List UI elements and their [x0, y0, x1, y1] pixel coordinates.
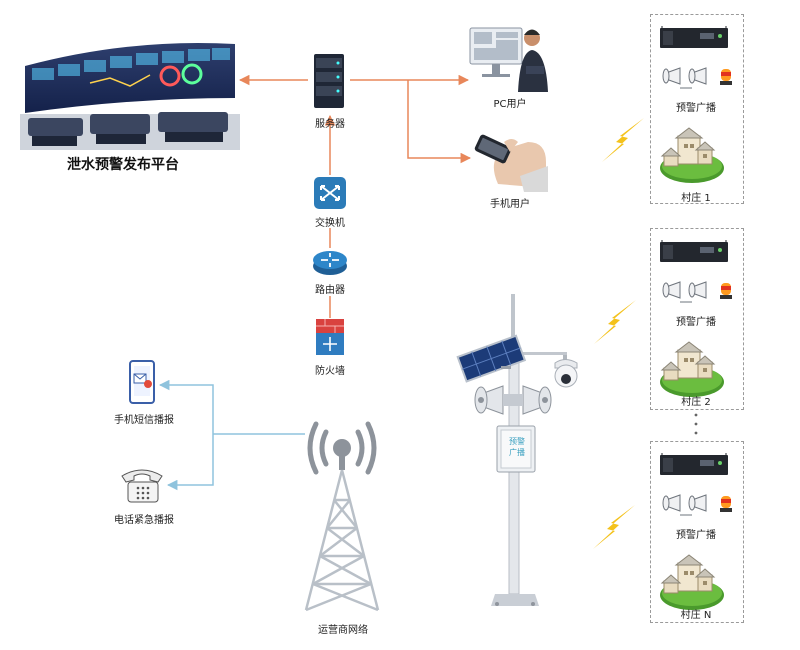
arrow-server-to-mobile [407, 80, 472, 164]
village-name-label: 村庄 N [680, 610, 712, 621]
firewall-icon [315, 318, 345, 356]
carrier-label: 运营商网络 [318, 625, 368, 636]
sms-phone-icon [128, 360, 158, 404]
speaker-icon [662, 67, 707, 89]
arrow-to-sms [158, 379, 214, 434]
lightning-icon [594, 300, 636, 344]
router-label: 路由器 [315, 285, 345, 296]
broadcast-host-icon [660, 453, 728, 475]
village-group: 预警广播 村庄 2 [650, 228, 742, 416]
village-broadcast-label: 预警广播 [676, 317, 716, 328]
router-icon [312, 248, 348, 276]
pole-box-label: 预警 广播 [509, 437, 525, 457]
village-house-icon [660, 554, 724, 610]
platform-title: 泄水预警发布平台 [67, 157, 179, 173]
cell-tower-icon [292, 418, 392, 614]
village-name-label: 村庄 2 [681, 397, 711, 408]
broadcast-host-icon [660, 240, 728, 262]
ellipsis-dots [694, 413, 698, 435]
telephone-icon [120, 466, 164, 504]
server-icon [312, 52, 348, 110]
phone-label: 电话紧急播报 [114, 515, 174, 526]
mobile-user-image [468, 122, 548, 192]
broadcast-host-icon [660, 26, 728, 48]
server-label: 服务器 [315, 119, 345, 130]
control-room-image [20, 28, 240, 150]
village-name-label: 村庄 1 [681, 193, 711, 204]
arrow-to-phone [166, 434, 214, 491]
village-broadcast-label: 预警广播 [676, 530, 716, 541]
mobile-user-label: 手机用户 [490, 199, 530, 210]
village-broadcast-label: 预警广播 [676, 103, 716, 114]
village-group: 预警广播 村庄 1 [650, 14, 742, 204]
lightning-icon [593, 505, 635, 549]
switch-label: 交换机 [315, 218, 345, 229]
switch-icon [313, 176, 347, 210]
village-house-icon [660, 127, 724, 183]
sms-label: 手机短信播报 [114, 415, 174, 426]
lightning-icon [602, 118, 644, 162]
warning-pole-image [455, 294, 585, 620]
firewall-label: 防火墙 [315, 366, 345, 377]
speaker-icon [662, 281, 707, 303]
alarm-light-icon [720, 496, 732, 512]
alarm-light-icon [720, 69, 732, 85]
village-house-icon [660, 341, 724, 397]
speaker-icon [662, 494, 707, 516]
village-group: 预警广播 村庄 N [650, 441, 742, 629]
pc-user-image [468, 22, 550, 92]
alarm-light-icon [720, 283, 732, 299]
pc-user-label: PC用户 [493, 99, 527, 110]
